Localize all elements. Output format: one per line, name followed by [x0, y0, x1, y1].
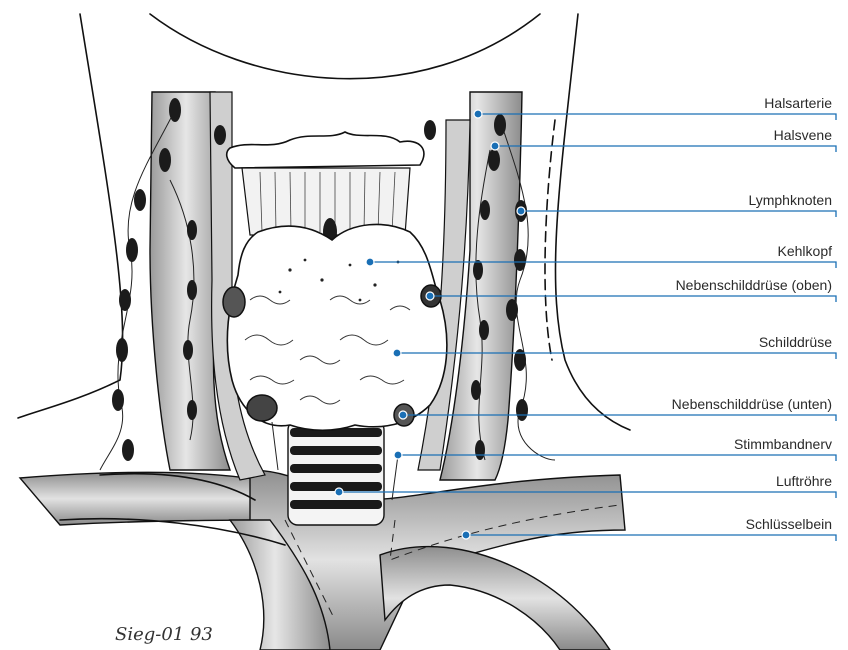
label-schluesselbein: Schlüsselbein — [746, 516, 832, 532]
callout-lymphknoten: Lymphknoten — [517, 192, 836, 217]
label-schilddruese: Schilddrüse — [759, 334, 832, 350]
label-nebenschilddruese-unten: Nebenschilddrüse (unten) — [672, 396, 832, 412]
artist-signature: Sieg-01 93 — [115, 624, 213, 645]
label-nebenschilddruese-oben: Nebenschilddrüse (oben) — [676, 277, 832, 293]
label-halsvene: Halsvene — [774, 127, 833, 143]
callout-kehlkopf: Kehlkopf — [366, 243, 836, 268]
trachea — [288, 420, 384, 525]
label-kehlkopf: Kehlkopf — [778, 243, 833, 259]
callout-schilddruese: Schilddrüse — [393, 334, 836, 359]
callout-halsvene: Halsvene — [491, 127, 836, 152]
label-halsarterie: Halsarterie — [764, 95, 832, 111]
label-lymphknoten: Lymphknoten — [748, 192, 832, 208]
label-luftroehre: Luftröhre — [776, 473, 832, 489]
label-stimmbandnerv: Stimmbandnerv — [734, 436, 832, 452]
callout-halsarterie: Halsarterie — [474, 95, 836, 120]
